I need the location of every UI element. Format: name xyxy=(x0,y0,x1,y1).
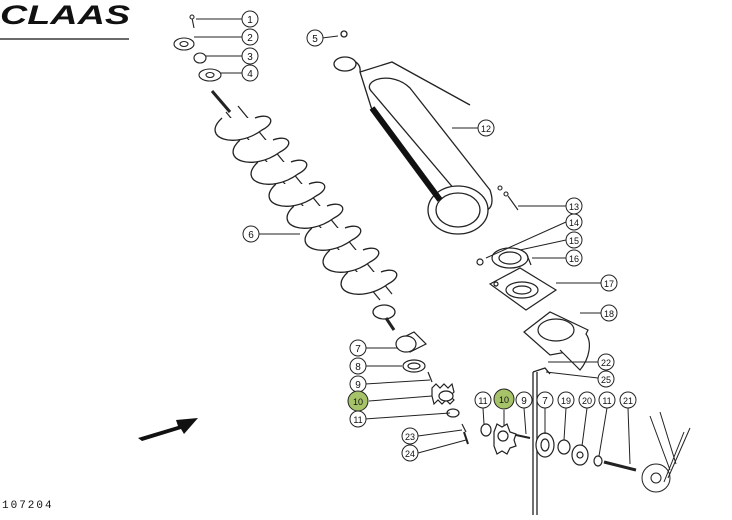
svg-text:21: 21 xyxy=(623,396,633,406)
svg-text:8: 8 xyxy=(355,362,361,373)
top-fasteners xyxy=(173,14,222,82)
gear-housing-17 xyxy=(488,267,558,311)
callout-23: 23 xyxy=(401,427,419,445)
svg-text:22: 22 xyxy=(601,358,611,368)
auger-tube xyxy=(333,30,493,235)
gear-housing-18 xyxy=(523,311,590,371)
callout-7-left: 7 xyxy=(349,339,367,357)
callout-17: 17 xyxy=(600,274,618,292)
callout-25: 25 xyxy=(597,370,615,388)
left-gear-group xyxy=(395,331,469,445)
callout-20: 20 xyxy=(578,391,596,409)
svg-text:13: 13 xyxy=(569,202,579,212)
right-gear-group xyxy=(480,423,637,472)
auger-flighting xyxy=(210,90,398,331)
callout-13: 13 xyxy=(565,197,583,215)
logo-text: CLAAS xyxy=(0,0,130,30)
svg-text:20: 20 xyxy=(582,396,592,406)
svg-text:18: 18 xyxy=(604,309,614,319)
callout-6: 6 xyxy=(242,225,260,243)
callout-12: 12 xyxy=(477,119,495,137)
callout-18: 18 xyxy=(600,304,618,322)
callout-10-right-highlighted: 10 xyxy=(493,388,515,410)
svg-text:9: 9 xyxy=(355,380,361,391)
claas-logo: CLAAS xyxy=(0,0,130,40)
callout-15: 15 xyxy=(565,231,583,249)
svg-text:14: 14 xyxy=(569,218,579,228)
callout-9-left: 9 xyxy=(349,375,367,393)
callout-5: 5 xyxy=(306,29,324,47)
svg-text:11: 11 xyxy=(602,396,611,406)
svg-text:3: 3 xyxy=(247,52,253,63)
svg-text:5: 5 xyxy=(312,34,318,45)
svg-text:17: 17 xyxy=(604,279,614,289)
svg-text:15: 15 xyxy=(569,236,579,246)
callout-1: 1 xyxy=(241,10,259,28)
svg-text:23: 23 xyxy=(405,432,415,442)
callout-8: 8 xyxy=(349,357,367,375)
svg-text:11: 11 xyxy=(478,396,487,406)
callout-11-left: 11 xyxy=(349,410,367,428)
callout-19: 19 xyxy=(557,391,575,409)
callout-11-right-a: 11 xyxy=(474,391,492,409)
svg-text:4: 4 xyxy=(247,69,253,80)
svg-text:7: 7 xyxy=(355,344,361,355)
leader-lines xyxy=(194,18,631,465)
svg-text:7: 7 xyxy=(542,396,548,407)
gasket-ring xyxy=(476,247,532,269)
svg-text:25: 25 xyxy=(601,375,611,385)
callout-11-right-b: 11 xyxy=(598,391,616,409)
document-number: 107204 xyxy=(2,500,54,512)
svg-text:1: 1 xyxy=(247,15,253,26)
svg-text:2: 2 xyxy=(247,33,253,44)
callout-22: 22 xyxy=(597,353,615,371)
svg-text:6: 6 xyxy=(248,230,254,241)
callout-2: 2 xyxy=(241,28,259,46)
callout-4: 4 xyxy=(241,64,259,82)
callout-7-right: 7 xyxy=(536,391,554,409)
sprocket-chain xyxy=(641,411,691,493)
callout-14: 14 xyxy=(565,213,583,231)
svg-text:24: 24 xyxy=(405,449,415,459)
direction-arrow xyxy=(138,418,198,441)
bolt-13 xyxy=(497,185,519,211)
callout-24: 24 xyxy=(401,444,419,462)
svg-text:10: 10 xyxy=(499,395,509,405)
callout-16: 16 xyxy=(565,249,583,267)
svg-text:19: 19 xyxy=(561,396,571,406)
svg-text:12: 12 xyxy=(481,124,491,134)
callout-9-right: 9 xyxy=(515,391,533,409)
callout-10-left-highlighted: 10 xyxy=(347,390,369,412)
svg-text:16: 16 xyxy=(569,254,579,264)
callout-3: 3 xyxy=(241,47,259,65)
svg-text:11: 11 xyxy=(353,415,362,425)
callout-21: 21 xyxy=(619,391,637,409)
svg-text:9: 9 xyxy=(521,396,527,407)
svg-text:10: 10 xyxy=(353,397,363,407)
